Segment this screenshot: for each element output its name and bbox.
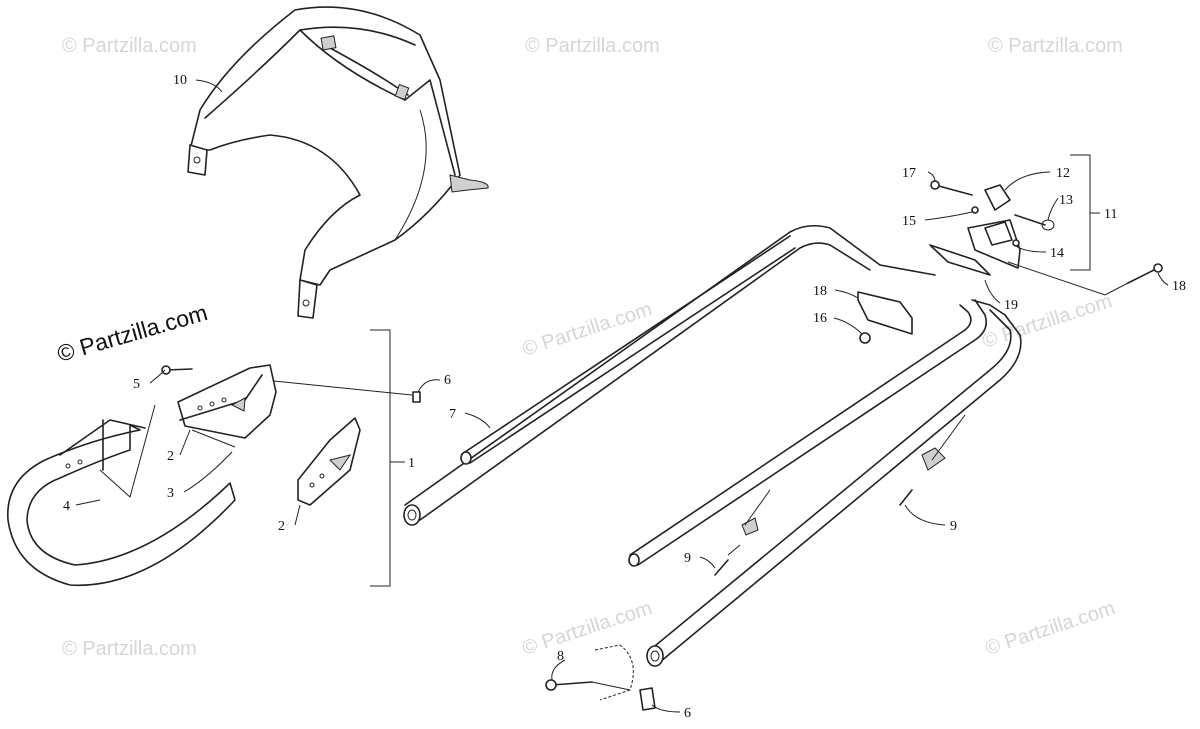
callout-leaders <box>75 79 1169 713</box>
watermark: © Partzilla.com <box>62 638 197 660</box>
watermark-prominent: © Partzilla.com <box>54 299 210 367</box>
callout-label: 8 <box>557 649 564 664</box>
callout-label: 19 <box>1004 298 1018 313</box>
callout-label: 15 <box>902 214 916 229</box>
callout-label: 17 <box>902 166 916 181</box>
watermark: © Partzilla.com <box>520 597 655 660</box>
callout-label: 5 <box>133 377 140 392</box>
callout-label: 7 <box>449 407 456 422</box>
callout-label: 1 <box>408 456 415 471</box>
front-bumper <box>7 419 236 587</box>
latch-assembly <box>929 154 1163 296</box>
callout-label: 12 <box>1056 166 1070 181</box>
watermark: © Partzilla.com <box>62 35 197 57</box>
callout-label: 6 <box>444 373 451 388</box>
bottom-mount <box>545 644 656 711</box>
callout-label: 4 <box>63 499 70 514</box>
callout-label: 16 <box>813 311 827 326</box>
loop-rail-frame <box>403 224 1022 667</box>
callout-label: 18 <box>1172 279 1186 294</box>
callout-label: 18 <box>813 284 827 299</box>
callout-label: 14 <box>1050 246 1064 261</box>
callout-label: 10 <box>173 73 187 88</box>
windshield-visor <box>187 6 489 319</box>
callout-label: 2 <box>167 449 174 464</box>
watermark: © Partzilla.com <box>525 35 660 57</box>
callout-label: 6 <box>684 706 691 721</box>
callout-label: 9 <box>950 519 957 534</box>
watermark: © Partzilla.com <box>983 597 1118 660</box>
watermark: © Partzilla.com <box>520 298 655 361</box>
callout-label: 2 <box>278 519 285 534</box>
callout-label: 13 <box>1059 193 1073 208</box>
callout-label: 11 <box>1104 207 1117 222</box>
watermark: © Partzilla.com <box>980 290 1115 353</box>
callout-labels: 10 5 6 7 1 2 3 4 2 8 6 9 9 17 12 13 11 1… <box>63 73 1186 721</box>
callout-label: 3 <box>167 486 174 501</box>
bumper-bracket <box>99 329 421 587</box>
callout-label: 9 <box>684 551 691 566</box>
watermark: © Partzilla.com <box>988 35 1123 57</box>
